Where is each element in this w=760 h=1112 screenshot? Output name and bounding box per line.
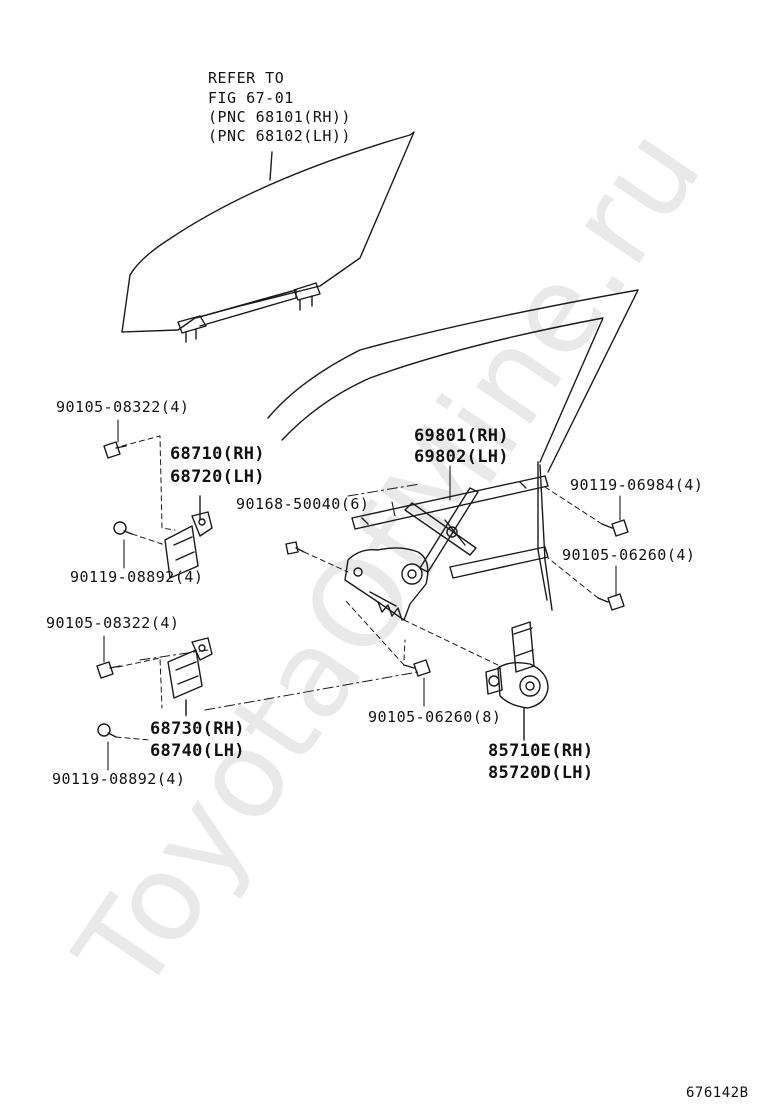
refer-figure-label: FIG 67-01 (208, 89, 294, 107)
part-number-bolt-top-left: 90105-08322(4) (56, 398, 190, 416)
part-number-regulator-lh: 69802(LH) (414, 447, 509, 467)
part-number-guide-upper-rh: 68710(RH) (170, 444, 265, 464)
part-number-screw-right: 90119-06984(4) (570, 476, 704, 494)
part-number-guide-upper-lh: 68720(LH) (170, 467, 265, 487)
part-number-bolt-regulator: 90168-50040(6) (236, 495, 370, 513)
figure-code: 676142B (686, 1085, 749, 1101)
part-number-regulator-rh: 69801(RH) (414, 426, 509, 446)
part-leader-lines (103, 419, 621, 771)
part-number-motor-rh: 85710E(RH) (488, 741, 594, 761)
upper-guide-bracket (164, 495, 213, 579)
door-frame-outline (267, 289, 639, 611)
part-number-bolt-mid-left: 90105-08322(4) (46, 614, 180, 632)
fastener-alignment-lines (115, 435, 603, 741)
part-number-bolt-right: 90105-06260(4) (562, 546, 696, 564)
refer-pnc-rh-label: (PNC 68101(RH)) (208, 108, 351, 126)
refer-to-label: REFER TO (208, 69, 285, 87)
door-glass (121, 131, 415, 343)
part-number-motor-lh: 85720D(LH) (488, 763, 594, 783)
part-number-screw-upper-left: 90119-08892(4) (70, 568, 204, 586)
lower-guide-bracket (167, 637, 213, 716)
part-number-screw-lower-left: 90119-08892(4) (52, 770, 186, 788)
regulator-motor (485, 621, 549, 741)
refer-pnc-lh-label: (PNC 68102(LH)) (208, 127, 351, 145)
part-number-guide-lower-rh: 68730(RH) (150, 719, 245, 739)
part-number-guide-lower-lh: 68740(LH) (150, 741, 245, 761)
assembly-phantom-lines (139, 483, 421, 711)
window-regulator (344, 475, 549, 621)
part-number-bolt-bottom: 90105-06260(8) (368, 708, 502, 726)
